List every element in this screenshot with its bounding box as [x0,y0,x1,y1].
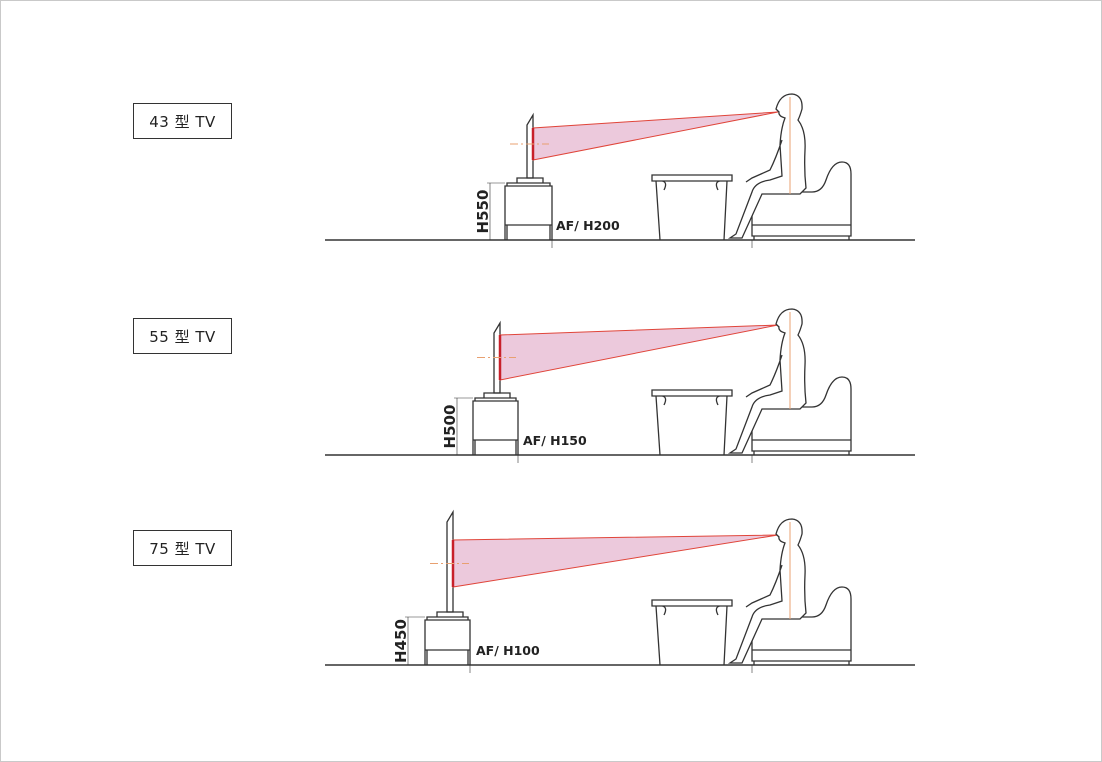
seated-person [727,93,807,239]
table [651,389,733,456]
seated-person [727,518,807,664]
tv-base [483,392,511,398]
scene-label-43: 43 型 TV [133,103,232,139]
seated-person [727,308,807,454]
stand-height-label: H450 [392,619,410,663]
view-cone [532,111,779,161]
sofa [751,586,852,665]
view-cone [452,534,779,588]
view-cone [499,324,779,381]
height-dimension-line [454,397,473,455]
floor-clearance-label: AF/ H200 [556,218,620,233]
tv-base [436,611,464,617]
floor-clearance-label: AF/ H100 [476,643,540,658]
table [651,599,733,666]
stand-height-label: H500 [441,405,459,449]
table [651,174,733,241]
tv-stand [472,397,519,455]
scene-label-55: 55 型 TV [133,318,232,354]
scene-label-75: 75 型 TV [133,530,232,566]
sofa [751,161,852,240]
tv-base [516,177,544,183]
tv-stand [504,182,553,240]
tv-stand [424,616,471,665]
stand-height-label: H550 [474,190,492,234]
floor-clearance-label: AF/ H150 [523,433,587,448]
sofa [751,376,852,455]
height-dimension-line [487,182,505,240]
height-dimension-line [405,616,425,665]
